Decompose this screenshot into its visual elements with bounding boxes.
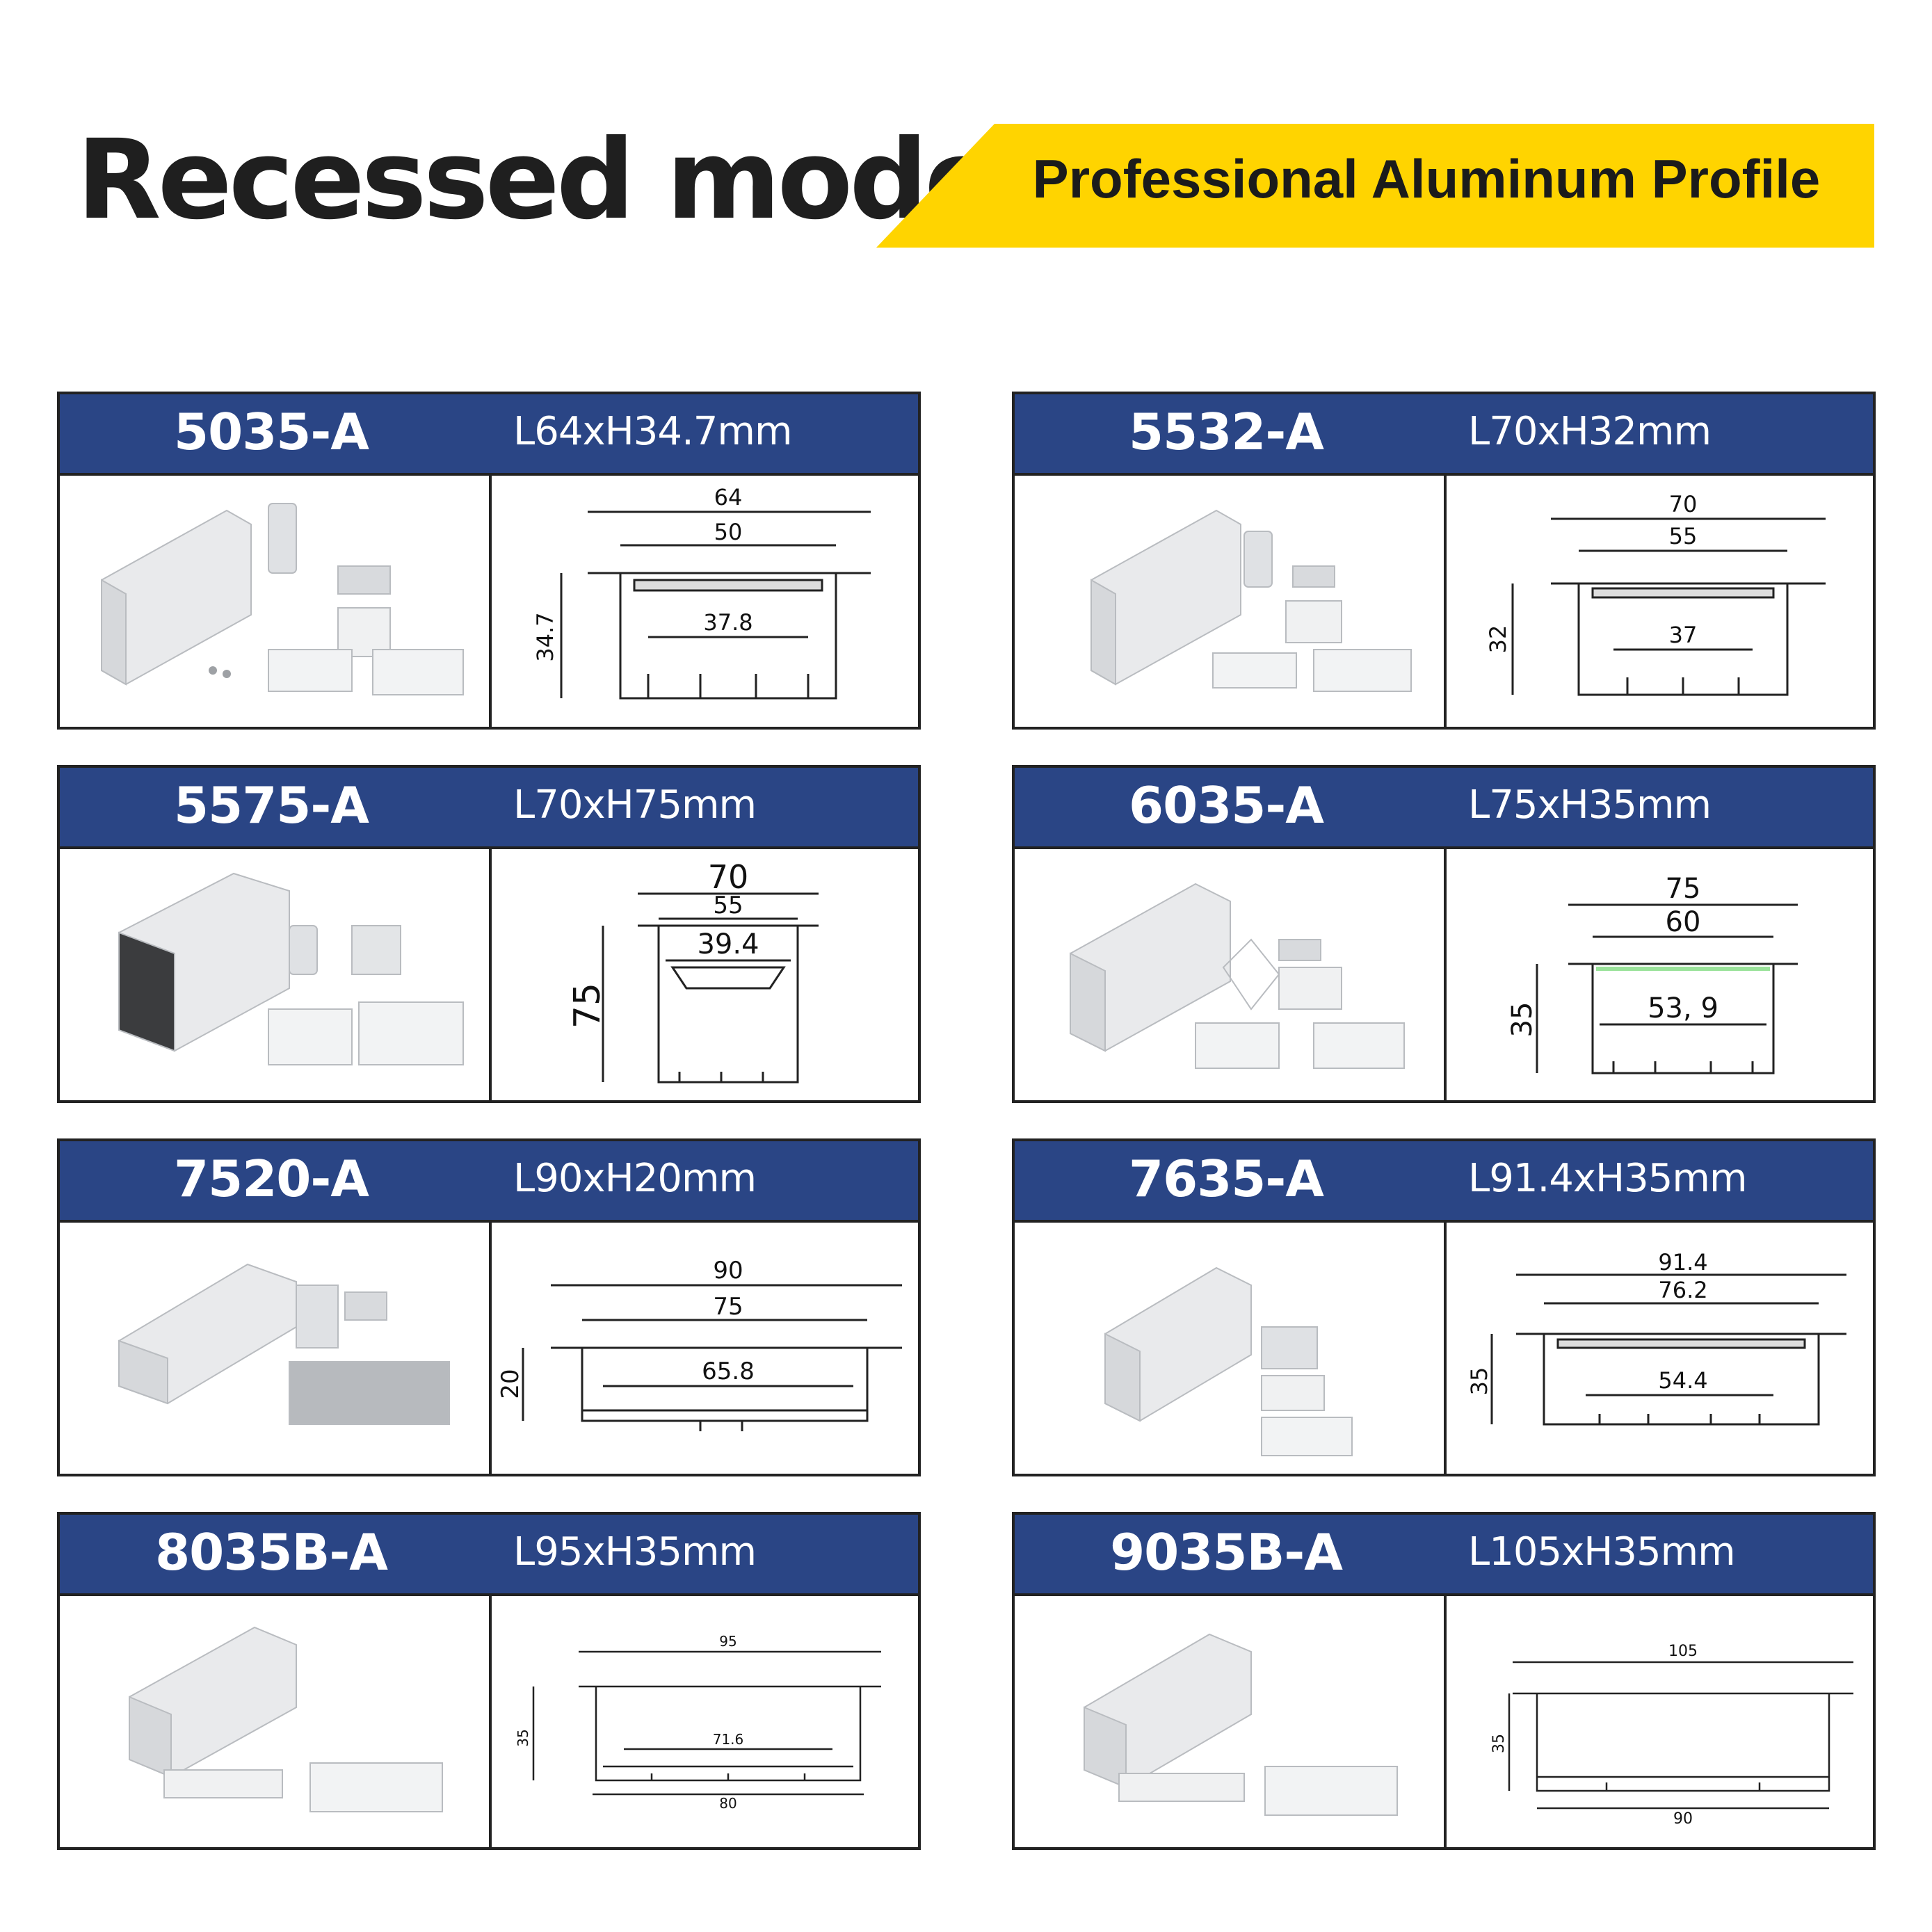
profile-photo: [118, 872, 464, 1065]
model-dimensions: L95xH35mm: [513, 1529, 757, 1575]
card-header: 7520-A L90xH20mm: [60, 1141, 918, 1223]
dimension-label: 20: [497, 1369, 524, 1399]
dimension-label: 70: [1669, 491, 1698, 517]
model-number: 9035B-A: [1110, 1523, 1343, 1581]
card-header: 6035-A L75xH35mm: [1015, 768, 1873, 849]
card-divider: [489, 1596, 492, 1847]
dimension-label: 105: [1668, 1643, 1698, 1660]
banner-label: Professional Aluminum Profile: [1032, 148, 1821, 209]
model-dimensions: L90xH20mm: [513, 1156, 757, 1201]
model-dimensions: L105xH35mm: [1468, 1529, 1736, 1575]
profile-drawing: 75 60 35 53, 9: [1506, 873, 1798, 1074]
card-divider: [489, 1223, 492, 1474]
dimension-label: 39.4: [697, 928, 759, 960]
card-header: 9035B-A L105xH35mm: [1015, 1515, 1873, 1596]
profile-drawing: 70 55 75 39.4: [567, 858, 819, 1084]
dimension-label: 75: [567, 983, 609, 1029]
profile-drawing: 70 55 32 37: [1485, 491, 1826, 696]
model-dimensions: L70xH32mm: [1468, 409, 1712, 454]
dimension-label: 91.4: [1658, 1249, 1707, 1275]
profile-drawing: 90 75 20 65.8: [497, 1257, 902, 1431]
card-divider: [1444, 1223, 1447, 1474]
model-number: 5035-A: [174, 403, 369, 461]
profile-drawing: 64 50 34.7 37.8: [532, 484, 871, 700]
dimension-label: 55: [713, 892, 743, 919]
dimension-label: 90: [713, 1257, 743, 1285]
product-card-5035: 5035-A L64xH34.7mm 64 50 34.7: [57, 392, 921, 730]
dimension-label: 80: [719, 1795, 736, 1812]
profile-photo: [129, 1626, 443, 1812]
dimension-label: 50: [714, 519, 743, 545]
dimension-label: 53, 9: [1648, 992, 1718, 1024]
profile-photo: [1090, 509, 1412, 692]
product-card-7520: 7520-A L90xH20mm 90 75 20 65.8: [57, 1138, 921, 1476]
dimension-label: 55: [1669, 523, 1698, 549]
dimension-label: 54.4: [1658, 1367, 1707, 1394]
dimension-label: 32: [1485, 625, 1511, 654]
dimension-label: 70: [708, 858, 749, 896]
dimension-label: 35: [1490, 1734, 1508, 1753]
model-number: 5532-A: [1129, 403, 1324, 461]
profile-photo: [1104, 1266, 1353, 1456]
card-divider: [1444, 476, 1447, 727]
model-number: 5575-A: [174, 776, 369, 835]
profile-drawing: 91.4 76.2 35 54.4: [1466, 1249, 1846, 1426]
product-card-5532: 5532-A L70xH32mm 70 55 32 37: [1012, 392, 1876, 730]
profile-drawing: 105 35 90: [1490, 1643, 1853, 1828]
card-divider: [489, 476, 492, 727]
model-number: 7520-A: [174, 1150, 369, 1208]
card-header: 8035B-A L95xH35mm: [60, 1515, 918, 1596]
dimension-label: 75: [1666, 873, 1701, 905]
product-card-6035: 6035-A L75xH35mm 75 60 35 53, 9: [1012, 765, 1876, 1103]
card-header: 5532-A L70xH32mm: [1015, 394, 1873, 476]
dimension-label: 64: [714, 484, 743, 510]
card-divider: [1444, 849, 1447, 1100]
dimension-label: 34.7: [532, 612, 558, 661]
profile-photo: [1084, 1633, 1398, 1816]
profile-drawing: 95 71.6 35 80: [515, 1633, 881, 1812]
model-number: 6035-A: [1129, 776, 1324, 835]
profile-photo: [1070, 883, 1405, 1069]
dimension-label: 35: [515, 1729, 531, 1746]
dimension-label: 76.2: [1658, 1277, 1707, 1303]
dimension-label: 95: [719, 1633, 736, 1650]
banner-shape: [876, 124, 1874, 248]
model-number: 7635-A: [1129, 1150, 1324, 1208]
card-divider: [1444, 1596, 1447, 1847]
card-divider: [489, 849, 492, 1100]
product-card-5575: 5575-A L70xH75mm 70 55 75 39.4: [57, 765, 921, 1103]
product-card-9035b: 9035B-A L105xH35mm 105 35 90: [1012, 1512, 1876, 1850]
model-number: 8035B-A: [155, 1523, 388, 1581]
product-card-8035b: 8035B-A L95xH35mm 95 71.6 35 80: [57, 1512, 921, 1850]
profile-photo: [118, 1263, 450, 1425]
card-header: 5575-A L70xH75mm: [60, 768, 918, 849]
dimension-label: 37.8: [703, 609, 752, 636]
dimension-label: 35: [1506, 1002, 1538, 1038]
card-header: 5035-A L64xH34.7mm: [60, 394, 918, 476]
dimension-label: 71.6: [713, 1731, 744, 1748]
model-dimensions: L64xH34.7mm: [513, 409, 792, 454]
dimension-label: 60: [1666, 906, 1701, 938]
dimension-label: 35: [1466, 1367, 1492, 1396]
model-dimensions: L91.4xH35mm: [1468, 1156, 1747, 1201]
model-dimensions: L75xH35mm: [1468, 782, 1712, 828]
page-title: Recessed model: [77, 116, 1033, 244]
card-header: 7635-A L91.4xH35mm: [1015, 1141, 1873, 1223]
dimension-label: 90: [1673, 1810, 1693, 1828]
dimension-label: 65.8: [702, 1358, 755, 1385]
dimension-label: 75: [713, 1293, 743, 1321]
model-dimensions: L70xH75mm: [513, 782, 757, 828]
dimension-label: 37: [1669, 622, 1698, 648]
profile-photo: [101, 503, 464, 695]
product-card-7635: 7635-A L91.4xH35mm 91.4 76.2 35 54.4: [1012, 1138, 1876, 1476]
